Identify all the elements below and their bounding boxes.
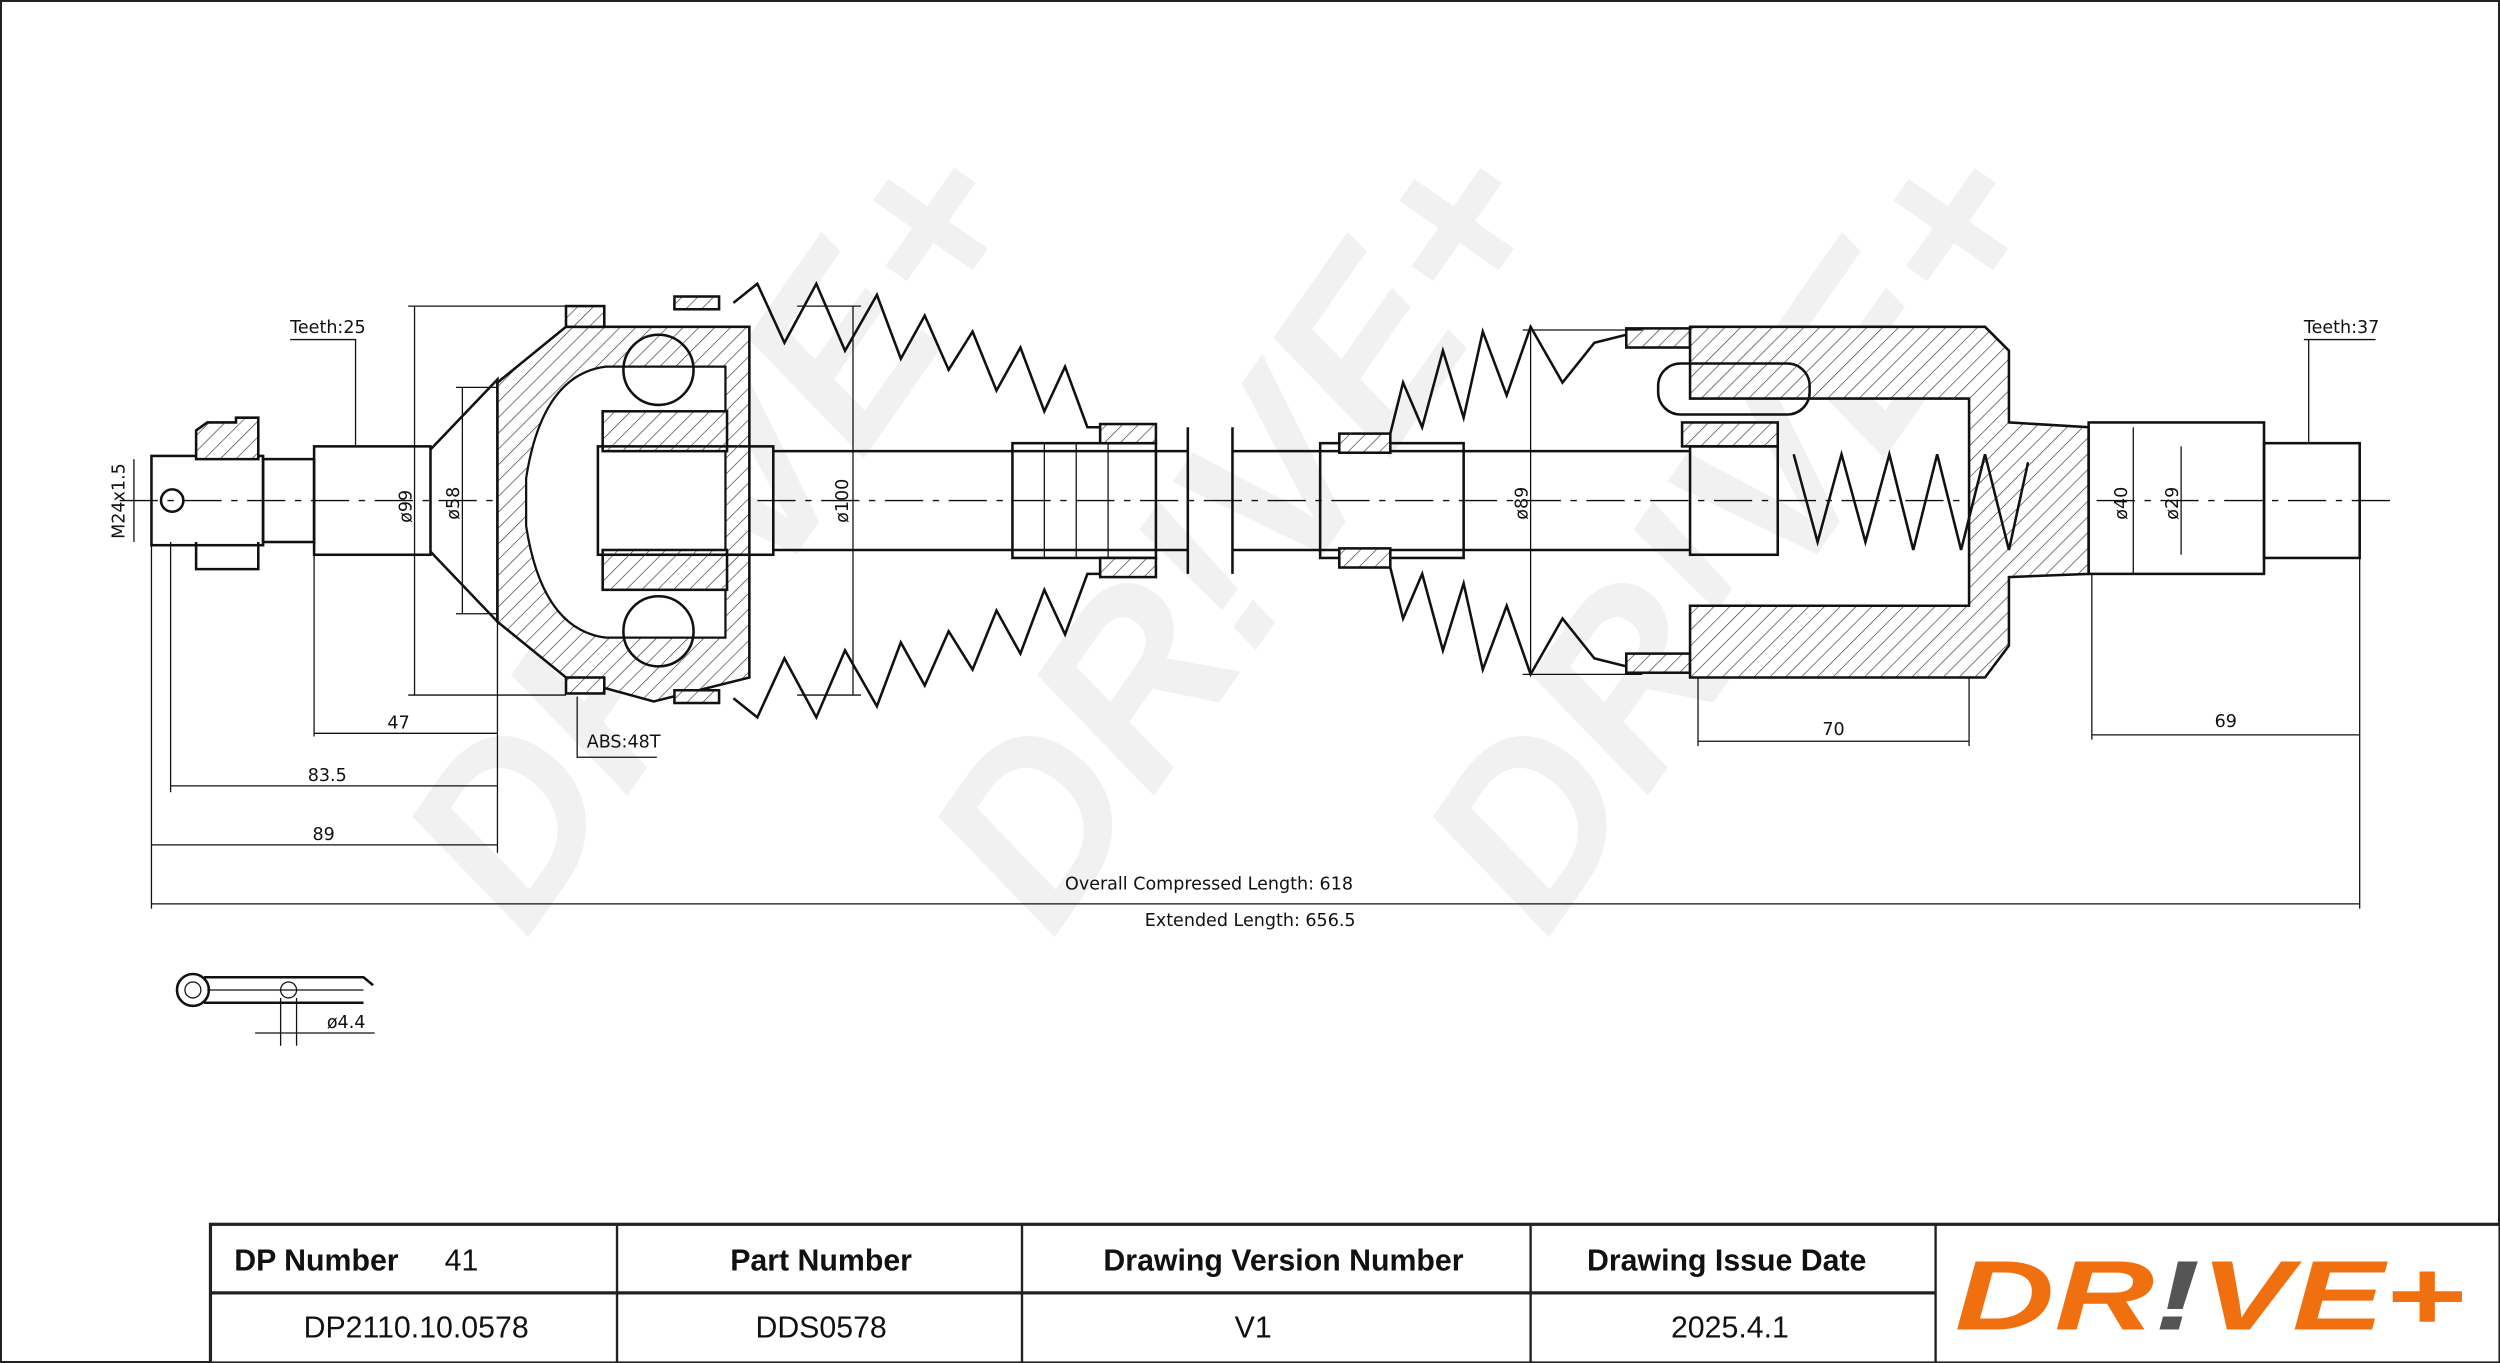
thread-label: M24x1.5 [109, 463, 129, 539]
overall-compressed-length: Overall Compressed Length: 618 [1065, 875, 1353, 895]
dim-69: 69 [2215, 712, 2237, 732]
diameter-99: ø99 [396, 490, 416, 523]
dim-83-5: 83.5 [308, 766, 347, 786]
inner-tripod-joint [1656, 325, 2361, 679]
part-number-header: Part Number [730, 1245, 912, 1278]
diameter-58: ø58 [444, 487, 464, 520]
shaft [773, 422, 1691, 579]
dim-70: 70 [1822, 720, 1844, 740]
dim-89: 89 [313, 825, 335, 845]
diameter-29: ø29 [2163, 487, 2183, 520]
svg-text:DR!VE+: DR!VE+ [1955, 1241, 2465, 1351]
diameter-89: ø89 [1512, 487, 1532, 520]
dim-47: 47 [387, 714, 409, 734]
part-number-value: DDS0578 [755, 1311, 886, 1344]
extended-length: Extended Length: 656.5 [1145, 911, 1356, 931]
diameter-40: ø40 [2112, 487, 2132, 520]
dp-number-header: DP Number [234, 1245, 399, 1278]
version-header: Drawing Version Number [1103, 1245, 1463, 1278]
inner-boot [1389, 323, 1692, 678]
abs-label: ABS:48T [587, 733, 661, 753]
dp-number-value: DP2110.10.0578 [304, 1311, 529, 1344]
pin-diameter: ø4.4 [327, 1013, 366, 1033]
dp-number-index: 41 [445, 1245, 479, 1278]
diameter-100: ø100 [833, 479, 853, 523]
version-value: V1 [1235, 1311, 1272, 1344]
issue-date-value: 2025.4.1 [1671, 1311, 1789, 1344]
outer-cv-joint [496, 295, 775, 705]
dimension-lines [133, 305, 2376, 909]
issue-date-header: Drawing Issue Date [1587, 1245, 1866, 1278]
outer-boot [732, 280, 1156, 721]
right-teeth-label: Teeth:37 [2303, 318, 2379, 338]
cotter-pin: ø4.4 [175, 972, 375, 1046]
left-teeth-label: Teeth:25 [289, 318, 365, 338]
drive-logo: DR!VE+ [1955, 1241, 2465, 1351]
title-block: DP Number 41 Part Number Drawing Version… [208, 1222, 2500, 1363]
